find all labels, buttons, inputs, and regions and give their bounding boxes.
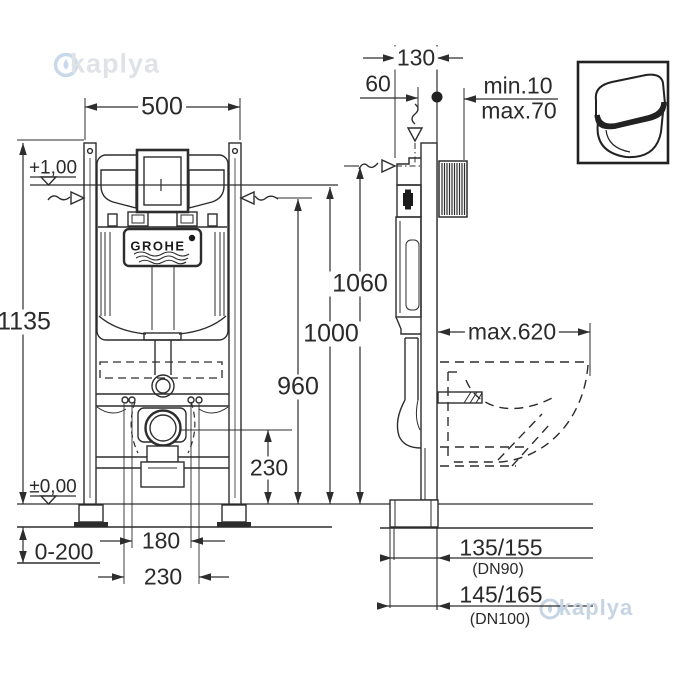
dim-bowl-depth: max.620	[464, 320, 560, 344]
wc-bowl-outline	[440, 361, 589, 467]
dim-front-width: 500	[138, 94, 186, 120]
watermark-top-left: kaplya	[69, 48, 161, 79]
inspection-opening	[99, 361, 223, 379]
fill-valve-housing	[396, 157, 421, 186]
dim-frame-height: 1060	[329, 271, 391, 297]
cistern-side	[395, 216, 422, 318]
side-foot	[389, 499, 439, 528]
grohe-badge	[122, 227, 203, 268]
dim-drain-dn100: 145/165	[459, 581, 543, 608]
supply-squiggle	[411, 103, 419, 125]
level-mark-top	[39, 176, 58, 187]
flush-pipe-fitting	[151, 374, 175, 398]
dim-pipe-offset: 60	[365, 70, 391, 97]
level-top-label: +1,00	[28, 157, 78, 179]
flow-arrow-left	[47, 195, 71, 201]
dimension-arrows	[19, 54, 590, 610]
flow-squiggle-side	[358, 162, 379, 170]
dim-frame-depth: 130	[393, 46, 439, 70]
dim-wall-min: min.10	[483, 72, 553, 99]
dim-bolt-spacing: 180	[138, 529, 184, 553]
dim-drain-dn90: 135/155	[459, 534, 543, 561]
dim-cistern-height: 960	[274, 374, 322, 400]
flow-arrow-right	[239, 190, 255, 206]
kaplya-logo-bottom-right	[539, 598, 561, 620]
wall-hung-wc-icon	[576, 60, 670, 165]
kaplya-logo-top-left	[53, 52, 79, 78]
fixing-point	[431, 91, 443, 103]
dim-front-height: 1135	[0, 309, 54, 335]
dim-outlet-height: 230	[246, 456, 292, 480]
level-mark-zero	[39, 495, 58, 506]
dim-drain-dn100-label: (DN100)	[469, 611, 531, 628]
wc-connector-stub	[437, 391, 483, 404]
level-zero-label: ±0,00	[29, 476, 77, 498]
side-rail	[420, 142, 438, 501]
dim-outlet-spacing: 230	[140, 565, 186, 589]
flush-bend	[396, 399, 422, 449]
grohe-logo-text: GROHE	[130, 238, 186, 254]
dim-drain-dn90-label: (DN90)	[472, 561, 524, 578]
watermark-bottom-right: kaplya	[558, 595, 634, 620]
dim-floor-adjust: 0-200	[34, 538, 94, 565]
dim-plate-height: 1000	[300, 321, 362, 347]
dim-wall-max: max.70	[481, 97, 557, 124]
wall-anchor-block	[438, 160, 468, 218]
